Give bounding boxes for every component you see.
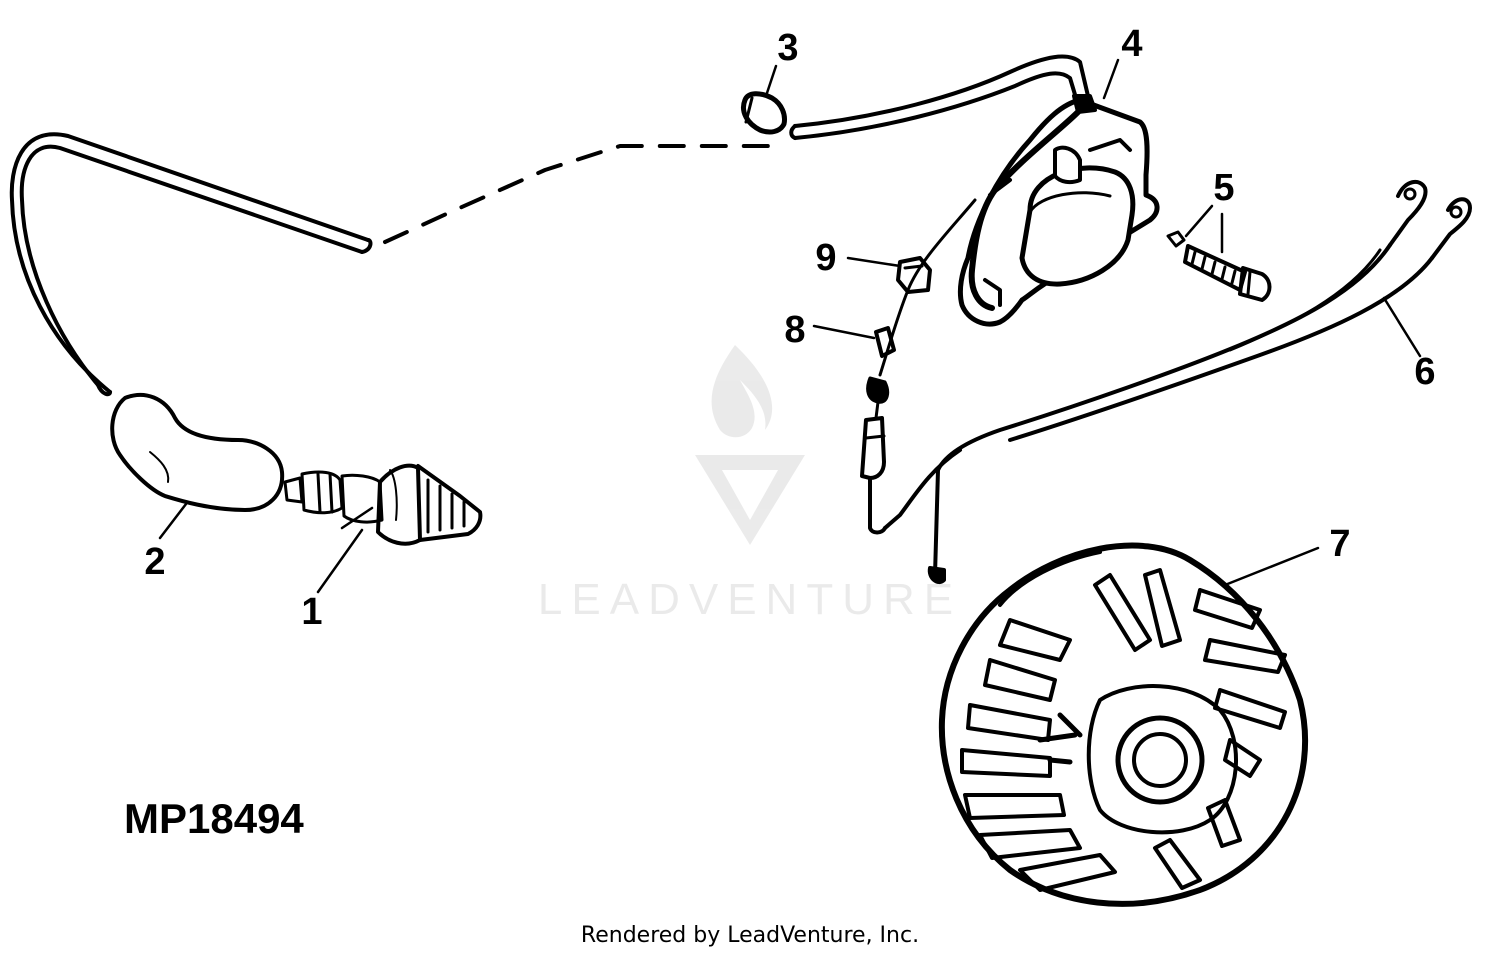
callout-5: 5: [1213, 167, 1235, 209]
callout-2: 2: [144, 541, 166, 583]
mounting-screw: [1166, 230, 1272, 302]
ignition-kill-wire: [860, 198, 977, 535]
spark-plug-boot: [110, 392, 285, 512]
watermark-text: LEADVENTURE: [537, 575, 963, 624]
coil-high-tension-lead: [789, 54, 1097, 140]
wire-clip: [874, 326, 896, 358]
callout-8: 8: [784, 309, 806, 351]
flywheel: [938, 542, 1309, 907]
callout-6: 6: [1414, 351, 1436, 393]
wire-cap-nut: [741, 91, 787, 135]
figure-id: MP18494: [124, 795, 304, 842]
callout-3: 3: [777, 27, 799, 69]
callout-1: 1: [301, 591, 323, 633]
callout-9: 9: [815, 237, 837, 279]
callout-4: 4: [1121, 23, 1143, 65]
ground-wire-harness: [883, 179, 1472, 585]
leadventure-watermark-logo: [695, 345, 805, 545]
callout-7: 7: [1329, 523, 1351, 565]
spark-plug-wire: [9, 132, 373, 397]
ignition-coil: [957, 97, 1160, 327]
spark-plug: [283, 463, 483, 546]
wire-clamp: [896, 256, 932, 294]
wire-routing-dashed-line: [383, 144, 772, 244]
leader-lines: [158, 58, 1422, 594]
rendered-by-footer: Rendered by LeadVenture, Inc.: [580, 923, 920, 948]
